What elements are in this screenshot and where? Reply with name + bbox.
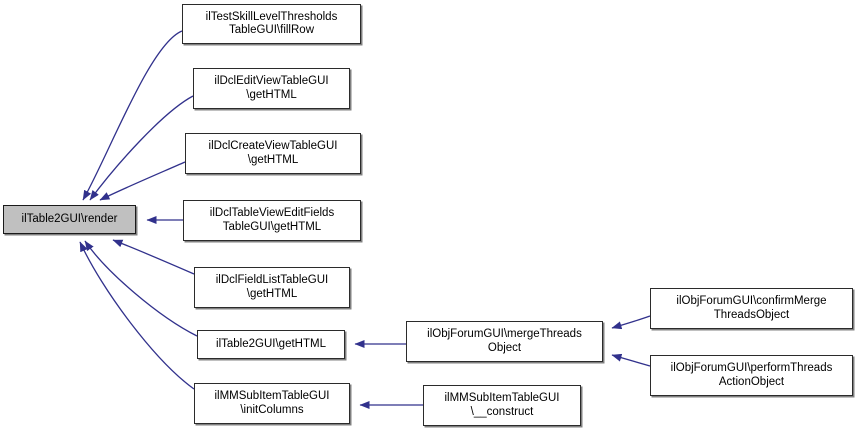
graph-node-label: ilDclEditViewTableGUI \getHTML (214, 75, 329, 101)
graph-node-fieldList[interactable]: ilDclFieldListTableGUI \getHTML (194, 267, 350, 308)
graph-edge-confirmMerge-to-mergeThreads (611, 315, 651, 330)
graph-node-fillRow[interactable]: ilTestSkillLevelThresholds TableGUI\fill… (182, 4, 361, 44)
graph-node-initColumns[interactable]: ilMMSubItemTableGUI \initColumns (194, 383, 350, 424)
graph-node-editView[interactable]: ilDclEditViewTableGUI \getHTML (193, 68, 350, 109)
graph-node-label: ilObjForumGUI\performThreads ActionObjec… (670, 362, 833, 388)
graph-node-construct[interactable]: ilMMSubItemTableGUI \__construct (423, 385, 581, 426)
graph-node-label: ilMMSubItemTableGUI \initColumns (214, 390, 330, 416)
graph-node-label: ilMMSubItemTableGUI \__construct (444, 392, 560, 418)
graph-node-createView[interactable]: ilDclCreateViewTableGUI \getHTML (185, 133, 361, 174)
graph-edge-fillRow-to-render (82, 30, 183, 201)
graph-node-label: ilDclCreateViewTableGUI \getHTML (208, 140, 338, 166)
graph-edge-getHTML-to-render (84, 240, 198, 337)
graph-edge-createView-to-render (99, 161, 186, 201)
graph-node-label: ilDclFieldListTableGUI \getHTML (215, 274, 329, 300)
graph-node-label: ilObjForumGUI\confirmMerge ThreadsObject (676, 295, 827, 321)
graph-node-label: ilTestSkillLevelThresholds TableGUI\fill… (205, 10, 338, 37)
graph-node-confirmMerge[interactable]: ilObjForumGUI\confirmMerge ThreadsObject (650, 288, 853, 329)
graph-node-performThreads[interactable]: ilObjForumGUI\performThreads ActionObjec… (650, 355, 853, 396)
graph-node-mergeThreads[interactable]: ilObjForumGUI\mergeThreads Object (406, 321, 603, 362)
graph-node-label: ilDclTableViewEditFields TableGUI\getHTM… (209, 207, 335, 233)
graph-node-label: ilObjForumGUI\mergeThreads Object (427, 328, 582, 354)
graph-edge-performThreads-to-mergeThreads (611, 353, 651, 367)
graph-node-getHTML[interactable]: ilTable2GUI\getHTML (197, 330, 345, 359)
graph-edge-initColumns-to-render (79, 241, 195, 390)
graph-edge-fieldList-to-render (112, 239, 195, 275)
graph-edge-editView-to-render (89, 95, 194, 201)
graph-node-tableViewEditFields[interactable]: ilDclTableViewEditFields TableGUI\getHTM… (183, 200, 361, 241)
graph-node-label: ilTable2GUI\getHTML (216, 337, 326, 350)
graph-node-render[interactable]: ilTable2GUI\render (3, 205, 136, 234)
graph-node-label: ilTable2GUI\render (21, 212, 118, 225)
